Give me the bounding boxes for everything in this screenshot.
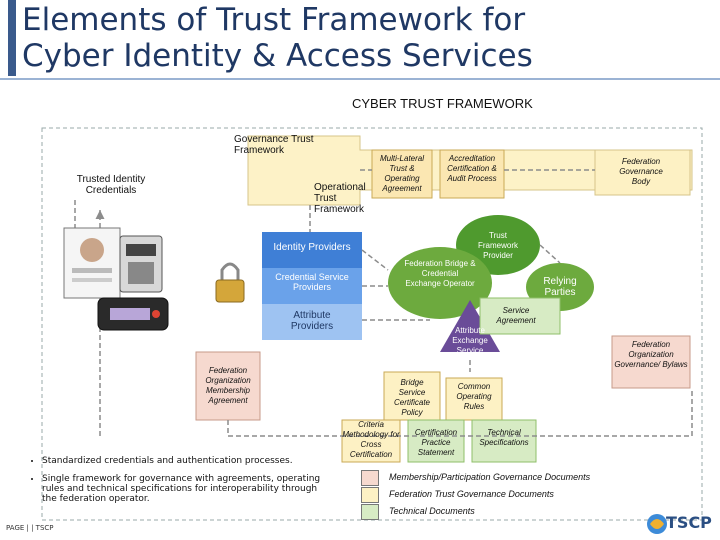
credential-service-providers-box (262, 268, 362, 304)
label-relying-parties: Relying Parties (543, 276, 577, 298)
legend-item-technical: Technical Documents (361, 504, 701, 520)
title-line-1: Elements of Trust Framework for (22, 2, 526, 38)
tscp-logo-text: TSCP (666, 513, 712, 532)
federation-org-membership-page (195, 351, 261, 421)
legend-item-membership: Membership/Participation Governance Docu… (361, 470, 701, 486)
label-federation-bridge: Federation Bridge & Credential Exchange … (404, 259, 476, 288)
identity-providers-box (262, 232, 362, 268)
label-accreditation: Accreditation Certification & Audit Proc… (447, 154, 497, 183)
label-governance-trust-framework: Governance Trust Framework (234, 134, 314, 156)
framework-heading: CYBER TRUST FRAMEWORK (352, 96, 533, 111)
page-footer: PAGE | | TSCP (6, 524, 54, 532)
tscp-logo-icon (647, 514, 667, 534)
label-operational-trust-framework: Operational Trust Framework (314, 182, 366, 215)
label-criteria-methodology: Criteria Methodology for Cross Certifica… (342, 420, 400, 459)
legend-label: Technical Documents (389, 506, 475, 516)
label-technical-specifications: Technical Specifications (479, 428, 529, 447)
title-line-2: Cyber Identity & Access Services (22, 38, 533, 74)
label-attribute-providers: Attribute Providers (290, 310, 334, 332)
title-bar (0, 0, 720, 78)
page-title: Elements of Trust Framework for Cyber Id… (22, 2, 712, 74)
technical-specifications-box (471, 419, 537, 463)
legend-label: Membership/Participation Governance Docu… (389, 472, 591, 482)
padlock-icon (215, 262, 245, 303)
id-card-icon (63, 227, 121, 299)
label-attribute-exchange-service: Attribute Exchange Service (452, 326, 488, 355)
label-trusted-identity-credentials: Trusted Identity Credentials (76, 174, 146, 196)
bullet-item: Standardized credentials and authenticat… (42, 456, 328, 466)
legend-swatch (361, 504, 379, 520)
legend-swatch (361, 487, 379, 503)
label-trust-framework-provider: Trust Framework Provider (477, 231, 518, 260)
attribute-exchange-triangle (440, 300, 500, 352)
federation-bridge-oval (388, 247, 492, 319)
legend-swatch (361, 470, 379, 486)
label-certification-practice: Certification Practice Statement (414, 428, 458, 457)
label-common-operating-rules: Common Operating Rules (456, 382, 492, 411)
label-federation-governance-body: Federation Governance Body (619, 157, 663, 186)
multilateral-box (371, 149, 433, 199)
card-reader-icon (119, 235, 163, 293)
label-federation-org-membership: Federation Organization Membership Agree… (205, 366, 251, 405)
label-multilateral: Multi-Lateral Trust & Operating Agreemen… (379, 154, 424, 193)
smart-token-icon (97, 297, 169, 331)
attribute-providers-box (262, 304, 362, 340)
criteria-methodology-box (341, 419, 401, 463)
common-operating-rules-box (445, 377, 503, 421)
label-federation-org-bylaws: Federation Organization Governance/ Byla… (614, 340, 688, 369)
bullet-item: Single framework for governance with agr… (42, 474, 328, 504)
legend-label: Federation Trust Governance Documents (389, 489, 554, 499)
service-agreement-shape (479, 297, 561, 335)
bullet-list: Standardized credentials and authenticat… (28, 456, 328, 512)
label-bridge-cert-policy: Bridge Service Certificate Policy (393, 378, 430, 417)
label-credential-service-providers: Credential Service Providers (275, 272, 349, 292)
title-accent (8, 0, 16, 76)
label-identity-providers: Identity Providers (273, 242, 351, 253)
title-rule (0, 78, 720, 80)
federation-org-bylaws-page (611, 335, 691, 389)
label-service-agreement: Service Agreement (496, 306, 536, 325)
legend-item-federation-trust: Federation Trust Governance Documents (361, 487, 701, 503)
federation-governance-body-shape (594, 149, 691, 196)
accreditation-box (439, 149, 505, 199)
outer-dashed-frame (41, 127, 703, 521)
certification-practice-box (407, 419, 465, 463)
